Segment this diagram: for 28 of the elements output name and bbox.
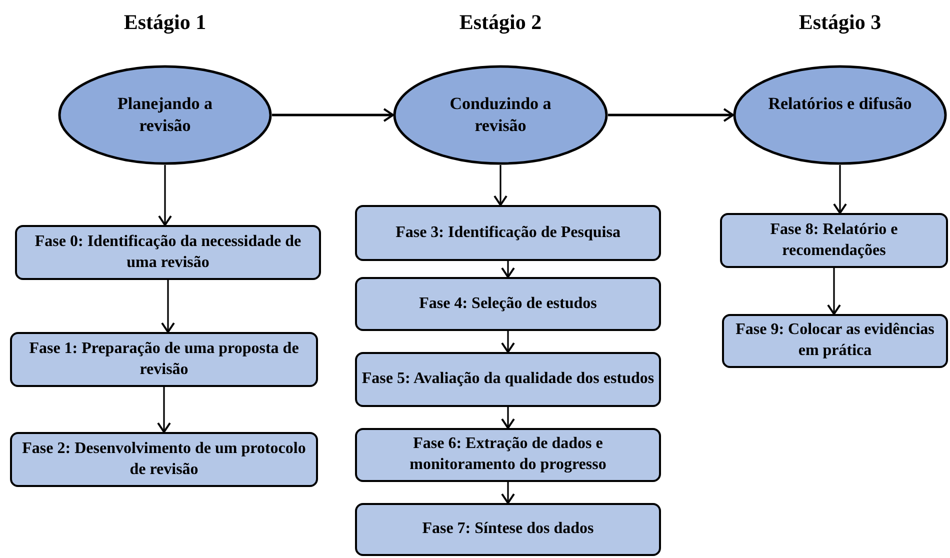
- phase-box: Fase 2: Desenvolvimento de um protocolo de revisão: [10, 432, 318, 487]
- arrow: [157, 387, 171, 433]
- arrow: [272, 108, 394, 122]
- stage-heading: Estágio 1: [124, 10, 206, 35]
- stage-heading: Estágio 2: [459, 10, 542, 35]
- phase-box: Fase 4: Seleção de estudos: [355, 277, 661, 331]
- arrow: [833, 165, 847, 214]
- arrow: [501, 482, 515, 504]
- stage-label: Conduzindo a revisão: [448, 93, 552, 138]
- phase-box: Fase 3: Identificação de Pesquisa: [355, 205, 661, 261]
- stage-label: Planejando a revisão: [116, 93, 214, 138]
- phase-box: Fase 1: Preparação de uma proposta de revisão: [10, 332, 318, 387]
- arrow: [161, 280, 175, 333]
- phase-box: Fase 8: Relatório e recomendações: [720, 213, 948, 268]
- arrow: [608, 108, 734, 122]
- phase-box: Fase 5: Avaliação da qualidade dos estudos: [355, 352, 661, 407]
- arrow: [501, 261, 515, 278]
- stage-heading: Estágio 3: [798, 10, 882, 35]
- arrow: [501, 407, 515, 429]
- arrow: [494, 165, 508, 206]
- stage-label: Relatórios e difusão: [768, 93, 912, 115]
- arrow: [827, 268, 841, 315]
- arrow: [501, 331, 515, 353]
- phase-box: Fase 7: Síntese dos dados: [355, 503, 661, 556]
- phase-box: Fase 9: Colocar as evidências em prática: [722, 314, 948, 368]
- arrow: [158, 165, 172, 226]
- phase-box: Fase 0: Identificação da necessidade de uma revisão: [15, 225, 321, 280]
- phase-box: Fase 6: Extração de dados e monitoramento do progresso: [355, 428, 661, 482]
